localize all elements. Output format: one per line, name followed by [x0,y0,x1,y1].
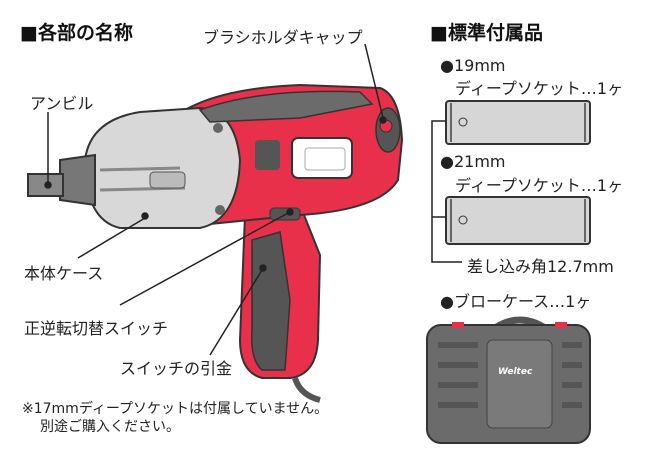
accessory-size-19: ●19mm [440,56,506,75]
bracket-line [431,120,462,263]
impact-wrench-illustration [27,83,404,403]
label-body-case: 本体ケース [24,264,104,283]
label-brush-holder-cap: ブラシホルダキャップ [203,28,363,47]
label-trigger: スイッチの引金 [120,359,233,378]
socket-19mm-illustration [445,100,591,145]
accessories-section-title: ■標準付属品 [430,22,543,44]
blow-case-illustration [426,316,591,444]
case-logo: Weltec [498,367,533,377]
blow-case-label: ●ブローケース…1ヶ [440,292,592,311]
square-drive-label: 差し込み角12.7mm [467,257,614,276]
note-line-1: ※17mmディープソケットは付属していません。 [22,401,329,417]
accessory-size-21: ●21mm [440,152,506,171]
socket-21mm-illustration [445,196,591,245]
parts-section-title: ■各部の名称 [20,22,133,44]
label-anvil: アンビル [30,94,94,113]
note-line-2: 別途ご購入ください。 [40,419,180,435]
accessory-name-19: ディープソケット…1ヶ [455,79,624,98]
accessory-name-21: ディープソケット…1ヶ [455,176,624,195]
label-direction-switch: 正逆転切替スイッチ [24,319,169,338]
leader-lines [44,43,387,356]
